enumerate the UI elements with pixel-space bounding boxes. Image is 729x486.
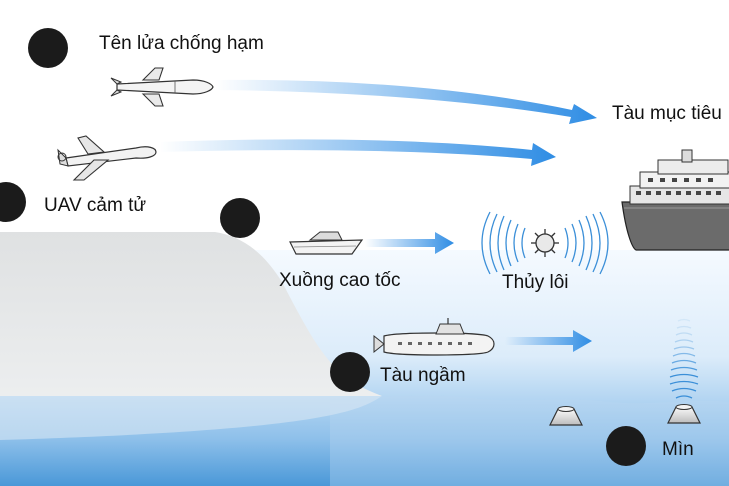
bottom-mine-icon bbox=[549, 406, 583, 426]
label-target-ship: Tàu mục tiêu bbox=[612, 103, 722, 124]
coastline-land bbox=[0, 232, 382, 396]
sea-mine-icon bbox=[531, 229, 559, 257]
submarine-trajectory-arrow bbox=[505, 330, 592, 352]
label-kamikaze-uav: UAV cảm tử bbox=[44, 195, 147, 216]
land-fade bbox=[0, 396, 382, 440]
missile-trajectory-arrow bbox=[215, 79, 597, 124]
label-anti-ship-missile: Tên lửa chống hạm bbox=[99, 33, 264, 54]
marker-dot-missile bbox=[28, 28, 68, 68]
sonar-waves-icon bbox=[481, 211, 609, 275]
label-speedboat: Xuồng cao tốc bbox=[279, 270, 401, 291]
sonar-waves-icon bbox=[669, 318, 699, 399]
marker-dot-bottom-mine bbox=[606, 426, 646, 466]
speedboat-icon bbox=[289, 231, 364, 255]
label-submarine: Tàu ngầm bbox=[380, 365, 466, 386]
submarine-icon bbox=[373, 318, 495, 356]
marker-dot-speedboat bbox=[220, 198, 260, 238]
uav-trajectory-arrow bbox=[160, 139, 556, 166]
uav-icon bbox=[57, 135, 157, 181]
marker-dot-submarine bbox=[330, 352, 370, 392]
bottom-mine-icon bbox=[667, 404, 701, 424]
speedboat-trajectory-arrow bbox=[365, 232, 454, 254]
ship-icon bbox=[621, 149, 729, 251]
label-bottom-mine: Mìn bbox=[662, 439, 694, 460]
label-sea-mine: Thủy lôi bbox=[502, 272, 569, 293]
missile-icon bbox=[110, 67, 214, 107]
